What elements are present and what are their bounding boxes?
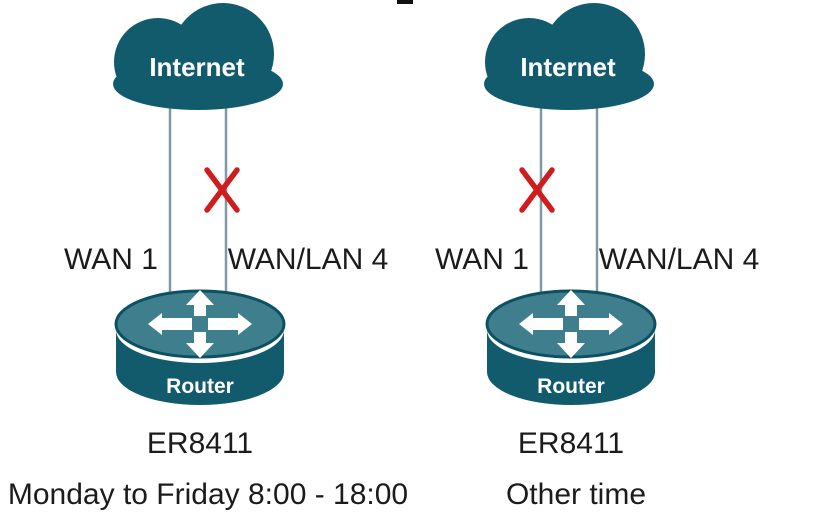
schedule-caption: Other time (505, 478, 647, 511)
broken-link-x-icon (519, 167, 555, 213)
router-model-label: ER8411 (517, 427, 625, 460)
router-arrows-icon (148, 290, 252, 358)
internet-cloud-icon (113, 3, 283, 110)
diagram-weekday-failover: Internet Router WAN 1 WAN/LAN 4 ER8411 M… (7, 3, 409, 511)
schedule-caption: Monday to Friday 8:00 - 18:00 (7, 478, 409, 511)
diagram-othertime-failover: Internet Router WAN 1 WAN/LAN 4 ER8411 O… (371, 0, 831, 513)
cropped-text-remnant (397, 0, 413, 4)
router-label: Router (537, 375, 605, 398)
wan-lan4-port-label: WAN/LAN 4 (598, 243, 760, 276)
internet-label: Internet (520, 52, 616, 82)
router-icon: Router (114, 289, 286, 405)
internet-cloud-icon (484, 3, 654, 110)
internet-label: Internet (149, 52, 245, 82)
wan-lan4-port-label: WAN/LAN 4 (227, 243, 389, 276)
wan1-port-label: WAN 1 (64, 243, 158, 276)
router-arrows-icon (519, 290, 623, 358)
router-label: Router (166, 375, 234, 398)
router-icon: Router (485, 289, 657, 405)
network-diagram-canvas: Internet Router (484, 3, 657, 405)
network-diagram-canvas: Internet Router (113, 3, 286, 405)
wan1-port-label: WAN 1 (435, 243, 529, 276)
router-model-label: ER8411 (146, 427, 254, 460)
broken-link-x-icon (204, 167, 240, 213)
